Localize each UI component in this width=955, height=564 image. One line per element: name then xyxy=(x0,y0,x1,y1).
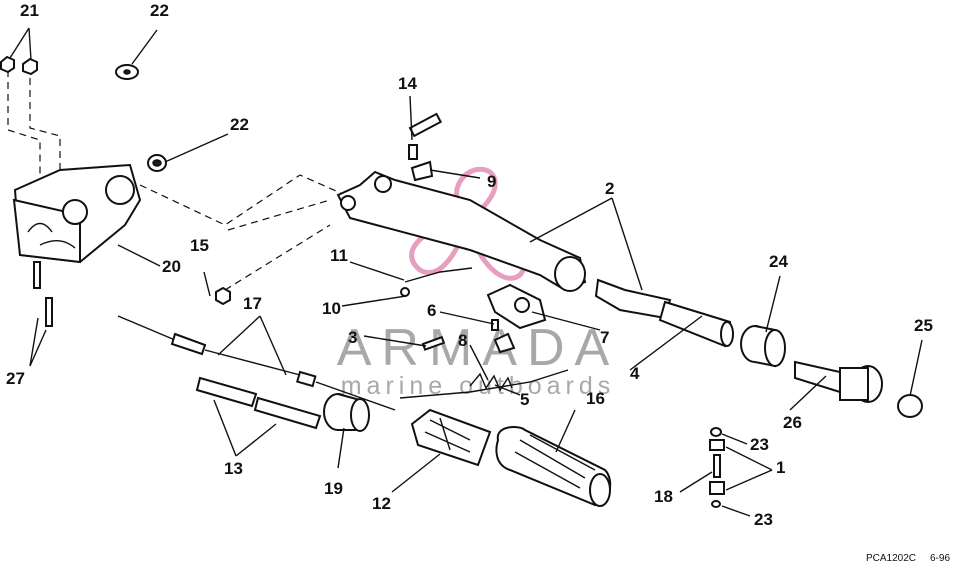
callout-9: 9 xyxy=(487,172,496,191)
callout-10: 10 xyxy=(322,299,341,318)
part-24-bushing xyxy=(740,325,786,368)
part-13-sleeves xyxy=(195,376,322,430)
callout-labels: 21 22 22 20 27 14 9 2 24 25 26 11 10 6 7… xyxy=(6,1,933,529)
callout-7: 7 xyxy=(600,328,609,347)
leader-lines xyxy=(9,27,923,517)
part-23-small-cap-bottom xyxy=(711,500,721,508)
part-23-small-cap-top xyxy=(710,427,722,437)
callout-11: 11 xyxy=(330,246,348,265)
callout-23-bottom: 23 xyxy=(754,510,773,529)
callout-15: 15 xyxy=(190,236,209,255)
callout-12: 12 xyxy=(372,494,391,513)
callout-18: 18 xyxy=(654,487,673,506)
part-1-bushing-top xyxy=(709,439,725,451)
assembly-lines xyxy=(7,70,346,291)
callout-8: 8 xyxy=(458,331,467,350)
callout-21: 21 xyxy=(20,1,39,20)
drawing-code: PCA1202C xyxy=(866,553,916,564)
callout-23-top: 23 xyxy=(750,435,769,454)
callout-26: 26 xyxy=(783,413,802,432)
date-code: 6-96 xyxy=(930,553,950,564)
callout-27: 27 xyxy=(6,369,25,388)
part-27-screws xyxy=(33,261,53,327)
part-20-bracket xyxy=(12,163,142,264)
part-25-plug xyxy=(897,394,923,418)
callout-22-top: 22 xyxy=(150,1,169,20)
part-19-grip xyxy=(323,393,370,432)
part-16-handle-grip xyxy=(495,426,612,507)
part-6-screw xyxy=(491,319,499,331)
callout-4: 4 xyxy=(630,364,640,383)
part-7-throttle-link xyxy=(486,283,547,330)
callout-25: 25 xyxy=(914,316,933,335)
callout-1: 1 xyxy=(776,458,785,477)
part-2-arm xyxy=(336,170,587,292)
part-18-pin xyxy=(713,454,721,478)
part-1-bushing-bottom xyxy=(709,481,725,495)
callout-22: 22 xyxy=(230,115,249,134)
part-21-nuts xyxy=(0,55,38,76)
callout-17: 17 xyxy=(243,294,262,313)
part-9-clip xyxy=(410,160,434,182)
watermark-tagline: marine outboards xyxy=(341,372,616,400)
callout-6: 6 xyxy=(427,301,436,320)
callout-24: 24 xyxy=(769,252,788,271)
callout-13: 13 xyxy=(224,459,243,478)
callout-19: 19 xyxy=(324,479,343,498)
part-22-washer-top xyxy=(115,64,139,80)
part-12-throttle-core xyxy=(410,408,492,467)
part-26-cap xyxy=(794,360,883,403)
callout-20: 20 xyxy=(162,257,181,276)
part-3-pin xyxy=(421,335,446,351)
part-8-spring xyxy=(469,332,516,392)
callout-2: 2 xyxy=(605,179,614,198)
callout-14: 14 xyxy=(398,74,417,93)
watermark-brand: ARMADA xyxy=(337,319,619,377)
callout-5: 5 xyxy=(520,390,529,409)
callout-3: 3 xyxy=(348,328,357,347)
part-15-nut xyxy=(215,286,231,306)
callout-16: 16 xyxy=(586,389,605,408)
part-22-washer xyxy=(147,154,167,172)
part-14-bolt xyxy=(408,112,443,160)
part-4-shaft xyxy=(594,278,734,348)
